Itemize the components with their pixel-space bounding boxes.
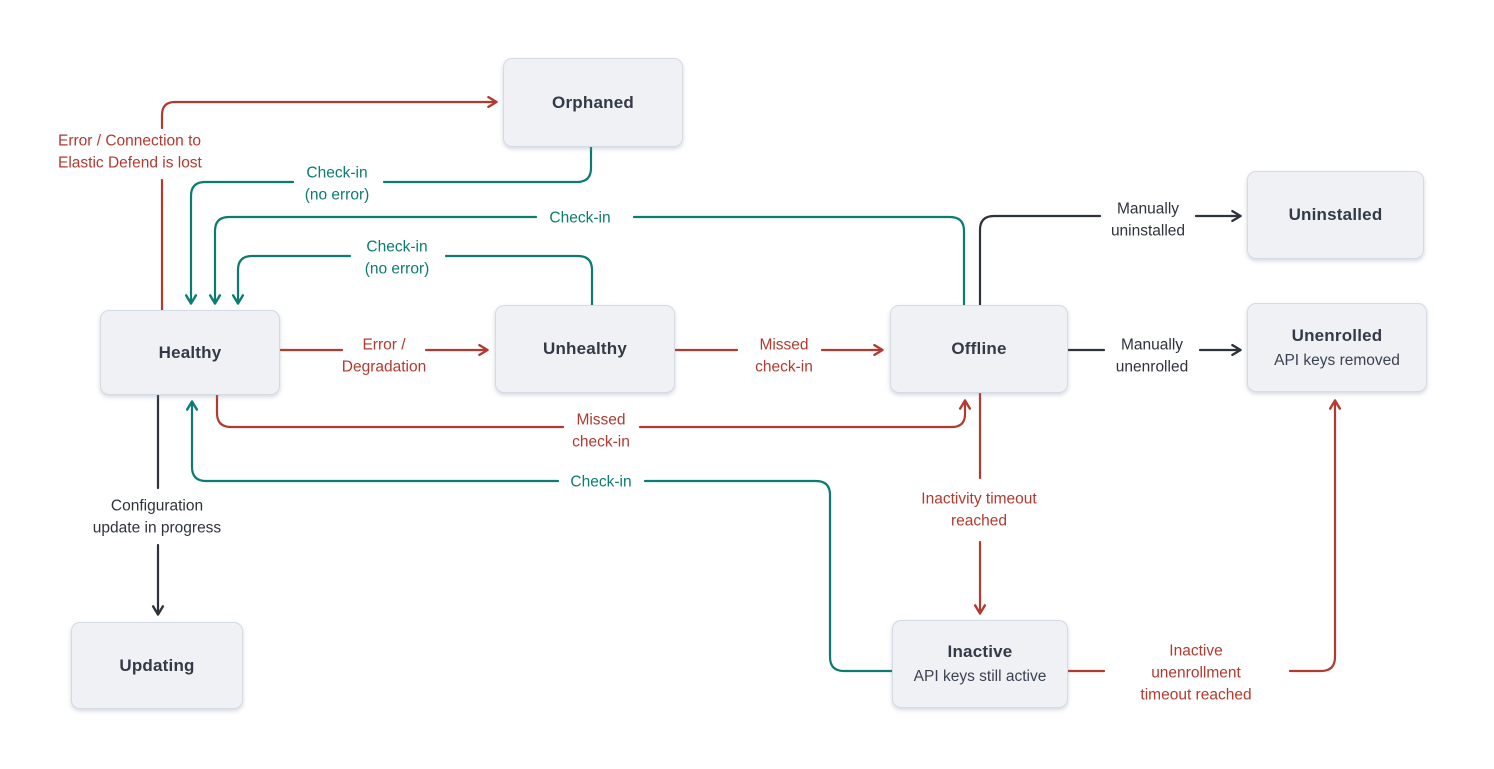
edge-inactive-healthy [643, 479, 894, 673]
node-healthy: Healthy [100, 310, 280, 395]
node-title-inactive: Inactive [947, 642, 1013, 661]
node-title-offline: Offline [951, 339, 1007, 358]
edge-inactive-healthy-part1 [185, 400, 560, 483]
edge-label-orphaned-healthy: Check-in(no error) [305, 165, 370, 204]
edge-offline-uninstalled [978, 214, 1102, 307]
edge-unhealthy-healthy [444, 254, 594, 307]
edge-unhealthy-healthy-part1 [231, 254, 352, 305]
node-updating: Updating [71, 622, 243, 709]
edges-group [151, 95, 1342, 673]
edge-label-offline-healthy: Check-in [549, 210, 610, 227]
edge-healthy-orphaned-part1 [160, 95, 498, 130]
edge-offline-healthy [632, 215, 966, 307]
node-unhealthy: Unhealthy [495, 305, 675, 393]
edge-inactive-unenrolled-part1 [1288, 399, 1342, 673]
edge-healthy-offline-part1 [638, 399, 972, 429]
node-offline: Offline [890, 305, 1068, 393]
node-title-orphaned: Orphaned [552, 92, 634, 112]
node-orphaned: Orphaned [503, 58, 683, 147]
edge-healthy-offline [215, 393, 565, 429]
node-title-healthy: Healthy [158, 342, 222, 362]
node-uninstalled: Uninstalled [1247, 171, 1424, 259]
edge-orphaned-healthy [382, 145, 593, 184]
edge-label-healthy-unhealthy: Error /Degradation [342, 337, 426, 376]
node-title-unhealthy: Unhealthy [543, 339, 627, 358]
edge-orphaned-healthy-part1 [184, 180, 295, 305]
node-subtitle-unenrolled: API keys removed [1274, 351, 1400, 369]
node-subtitle-inactive: API keys still active [913, 668, 1047, 685]
node-title-uninstalled: Uninstalled [1288, 205, 1383, 224]
node-title-unenrolled: Unenrolled [1291, 325, 1383, 345]
edge-label-inactive-healthy: Check-in [570, 474, 631, 491]
edge-label-unhealthy-healthy: Check-in(no error) [365, 239, 430, 278]
node-title-updating: Updating [119, 655, 195, 675]
edge-offline-healthy-part1 [208, 215, 538, 305]
